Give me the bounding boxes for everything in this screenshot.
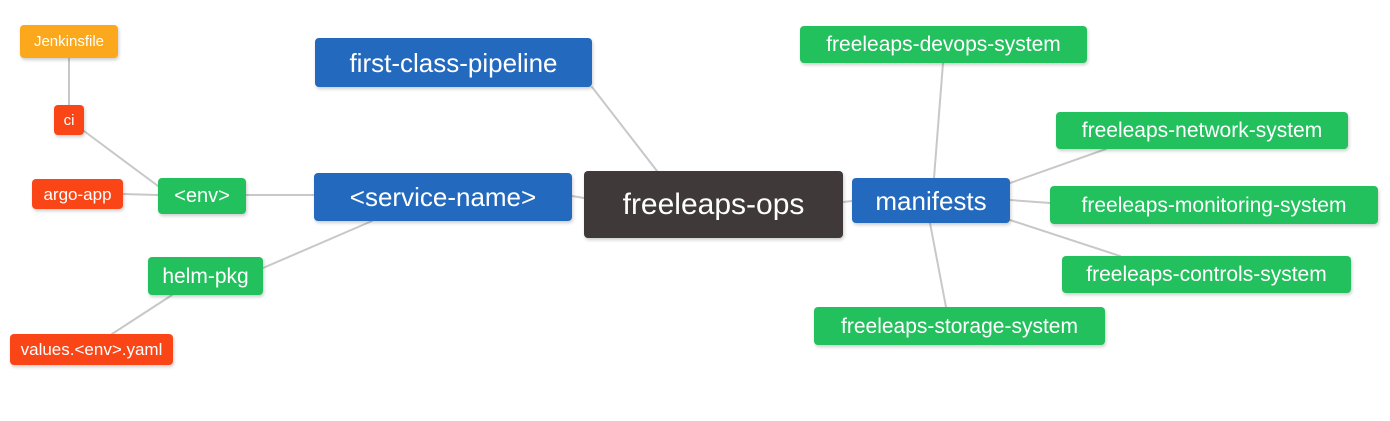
node-label: ci [63,111,75,129]
node-label: manifests [875,185,987,216]
mindmap-node-freeleaps-devops-system[interactable]: freeleaps-devops-system [800,26,1087,63]
mindmap-node-first-class-pipeline[interactable]: first-class-pipeline [315,38,592,87]
mindmap-node-freeleaps-storage-system[interactable]: freeleaps-storage-system [814,307,1105,345]
edge-argo-app-to-env [122,193,159,196]
mindmap-node-env[interactable]: <env> [158,178,246,214]
edge-manifests-to-freeleaps-controls-system [1009,219,1121,257]
mindmap-node-manifests[interactable]: manifests [852,178,1010,223]
node-label: Jenkinsfile [33,33,105,50]
node-label: first-class-pipeline [349,47,558,78]
edge-first-class-pipeline-to-freeleaps-ops [591,86,658,172]
mindmap-node-freeleaps-controls-system[interactable]: freeleaps-controls-system [1062,256,1351,293]
mindmap-node-argo-app[interactable]: argo-app [32,179,123,209]
node-label: freeleaps-monitoring-system [1081,193,1347,217]
node-label: helm-pkg [162,264,249,288]
edge-service-name-to-freeleaps-ops [571,195,585,199]
mindmap-node-ci[interactable]: ci [54,105,84,135]
edge-helm-pkg-to-values-env-yaml [111,294,173,335]
node-label: freeleaps-devops-system [826,33,1061,56]
node-label: freeleaps-ops [622,187,805,221]
edge-freeleaps-ops-to-manifests [842,200,853,203]
edge-service-name-to-helm-pkg [262,220,373,269]
mindmap-node-freeleaps-network-system[interactable]: freeleaps-network-system [1056,112,1348,149]
node-label: <service-name> [349,182,537,212]
mindmap-node-jenkinsfile[interactable]: Jenkinsfile [20,25,118,58]
mindmap-node-helm-pkg[interactable]: helm-pkg [148,257,263,295]
node-label: <env> [174,185,230,207]
edge-manifests-to-freeleaps-monitoring-system [1009,199,1051,204]
edge-ci-to-env [83,130,159,187]
node-label: freeleaps-storage-system [841,314,1078,338]
edge-manifests-to-freeleaps-devops-system [933,62,944,179]
edge-manifests-to-freeleaps-storage-system [929,222,947,308]
node-label: argo-app [43,184,112,204]
mindmap-node-freeleaps-monitoring-system[interactable]: freeleaps-monitoring-system [1050,186,1378,224]
node-label: values.<env>.yaml [20,340,163,359]
node-label: freeleaps-controls-system [1086,263,1327,286]
mindmap-node-freeleaps-ops[interactable]: freeleaps-ops [584,171,843,238]
node-label: freeleaps-network-system [1081,119,1323,142]
edge-manifests-to-freeleaps-network-system [1009,148,1107,184]
mindmap-node-values-env-yaml[interactable]: values.<env>.yaml [10,334,173,365]
mindmap-node-service-name[interactable]: <service-name> [314,173,572,221]
